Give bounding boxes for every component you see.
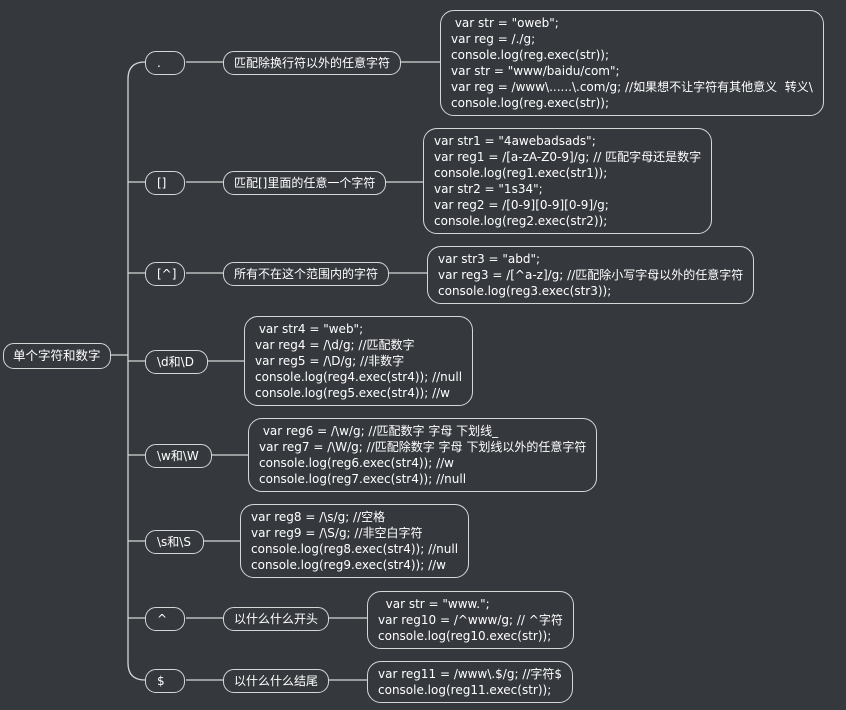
code-node-word[interactable]: var reg6 = /\w/g; //匹配数字 字母 下划线_ var reg… — [248, 418, 598, 492]
code-line: console.log(reg1.exec(str1)); — [434, 166, 608, 180]
symbol-label: [] — [157, 176, 167, 190]
code-line: console.log(reg4.exec(str4)); //null — [255, 370, 463, 384]
code-node-bracket[interactable]: var str1 = "4awebadsads"; var reg1 = /[a… — [423, 128, 713, 234]
desc-node-bracket[interactable]: 匹配[]里面的任意一个字符 — [223, 171, 387, 195]
symbol-node-bracket[interactable]: [] — [145, 171, 185, 195]
symbol-label: . — [157, 56, 161, 70]
code-line: var str2 = "1s34"; — [434, 182, 543, 196]
symbol-node-digit[interactable]: \d和\D — [145, 350, 208, 374]
code-line: console.log(reg9.exec(str4)); //w — [251, 558, 446, 572]
code-node-caret[interactable]: var str = "www."; var reg10 = /^www/g; /… — [367, 591, 574, 649]
symbol-label: $ — [157, 674, 165, 688]
code-line: console.log(reg5.exec(str4)); //w — [255, 386, 450, 400]
symbol-label: [^] — [157, 267, 177, 281]
code-line: var reg6 = /\w/g; //匹配数字 字母 下划线_ — [259, 424, 499, 438]
code-line: var reg7 = /\W/g; //匹配除数字 字母 下划线以外的任意字符 — [259, 440, 587, 454]
symbol-node-word[interactable]: \w和\W — [145, 444, 212, 468]
root-label: 单个字符和数字 — [13, 348, 101, 363]
code-node-dot[interactable]: var str = "oweb"; var reg = /./g; consol… — [440, 10, 824, 116]
desc-label: 以什么什么结尾 — [234, 674, 319, 688]
code-line: var reg11 = /www\.$/g; //字符$ — [378, 667, 563, 681]
code-line: console.log(reg11.exec(str)); — [378, 683, 552, 697]
code-line: var reg = /./g; — [451, 32, 536, 46]
desc-label: 匹配除换行符以外的任意字符 — [234, 56, 391, 70]
code-node-digit[interactable]: var str4 = "web"; var reg4 = /\d/g; //匹配… — [244, 316, 474, 406]
code-line: var str1 = "4awebadsads"; — [434, 134, 596, 148]
code-line: console.log(reg2.exec(str2)); — [434, 214, 608, 228]
code-line: var str = "oweb"; — [451, 16, 559, 30]
root-node[interactable]: 单个字符和数字 — [3, 343, 111, 369]
symbol-label: \w和\W — [157, 449, 199, 463]
code-line: console.log(reg3.exec(str3)); — [438, 284, 612, 298]
code-line: var reg5 = /\D/g; //非数字 — [255, 354, 405, 368]
desc-label: 所有不在这个范围内的字符 — [234, 267, 379, 281]
code-line: console.log(reg7.exec(str4)); //null — [259, 472, 467, 486]
code-line: var reg2 = /[0-9][0-9][0-9]/g; — [434, 198, 609, 212]
symbol-node-dollar[interactable]: $ — [145, 669, 185, 693]
desc-node-caret-bracket[interactable]: 所有不在这个范围内的字符 — [223, 262, 390, 286]
code-line: console.log(reg6.exec(str4)); //w — [259, 456, 454, 470]
symbol-node-space[interactable]: \s和\S — [145, 530, 204, 554]
symbol-label: \d和\D — [157, 355, 194, 369]
desc-node-dot[interactable]: 匹配除换行符以外的任意字符 — [223, 51, 402, 75]
desc-node-dollar[interactable]: 以什么什么结尾 — [223, 669, 330, 693]
code-line: var str = "www/baidu/com"; — [451, 64, 620, 78]
code-node-caret-bracket[interactable]: var str3 = "abd"; var reg3 = /[^a-z]/g; … — [427, 246, 755, 304]
symbol-node-caret[interactable]: ^ — [145, 607, 185, 631]
code-line: var reg1 = /[a-zA-Z0-9]/g; // 匹配字母还是数字 — [434, 150, 702, 164]
code-line: var str = "www."; — [378, 597, 490, 611]
code-node-space[interactable]: var reg8 = /\s/g; //空格 var reg9 = /\S/g;… — [240, 504, 470, 578]
link-trunk — [127, 61, 146, 681]
code-line: var reg10 = /^www/g; // ^字符 — [378, 613, 563, 627]
code-line: var reg8 = /\s/g; //空格 — [251, 510, 386, 524]
code-line: console.log(reg8.exec(str4)); //null — [251, 542, 459, 556]
desc-label: 匹配[]里面的任意一个字符 — [234, 176, 376, 190]
code-node-dollar[interactable]: var reg11 = /www\.$/g; //字符$ console.log… — [367, 661, 574, 703]
code-line: console.log(reg.exec(str)); — [451, 48, 609, 62]
code-line: var str4 = "web"; — [255, 322, 364, 336]
code-line: var str3 = "abd"; — [438, 252, 541, 266]
symbol-node-caret-bracket[interactable]: [^] — [145, 262, 185, 286]
code-line: var reg4 = /\d/g; //匹配数字 — [255, 338, 415, 352]
symbol-node-dot[interactable]: . — [145, 51, 185, 75]
code-line: var reg9 = /\S/g; //非空白字符 — [251, 526, 423, 540]
symbol-label: \s和\S — [157, 535, 191, 549]
code-line: console.log(reg10.exec(str)); — [378, 629, 552, 643]
code-line: console.log(reg.exec(str)); — [451, 96, 609, 110]
desc-node-caret[interactable]: 以什么什么开头 — [223, 607, 330, 631]
symbol-label: ^ — [157, 612, 168, 626]
desc-label: 以什么什么开头 — [234, 612, 319, 626]
code-line: var reg = /www\......\.com/g; //如果想不让字符有… — [451, 80, 813, 94]
code-line: var reg3 = /[^a-z]/g; //匹配除小写字母以外的任意字符 — [438, 268, 744, 282]
